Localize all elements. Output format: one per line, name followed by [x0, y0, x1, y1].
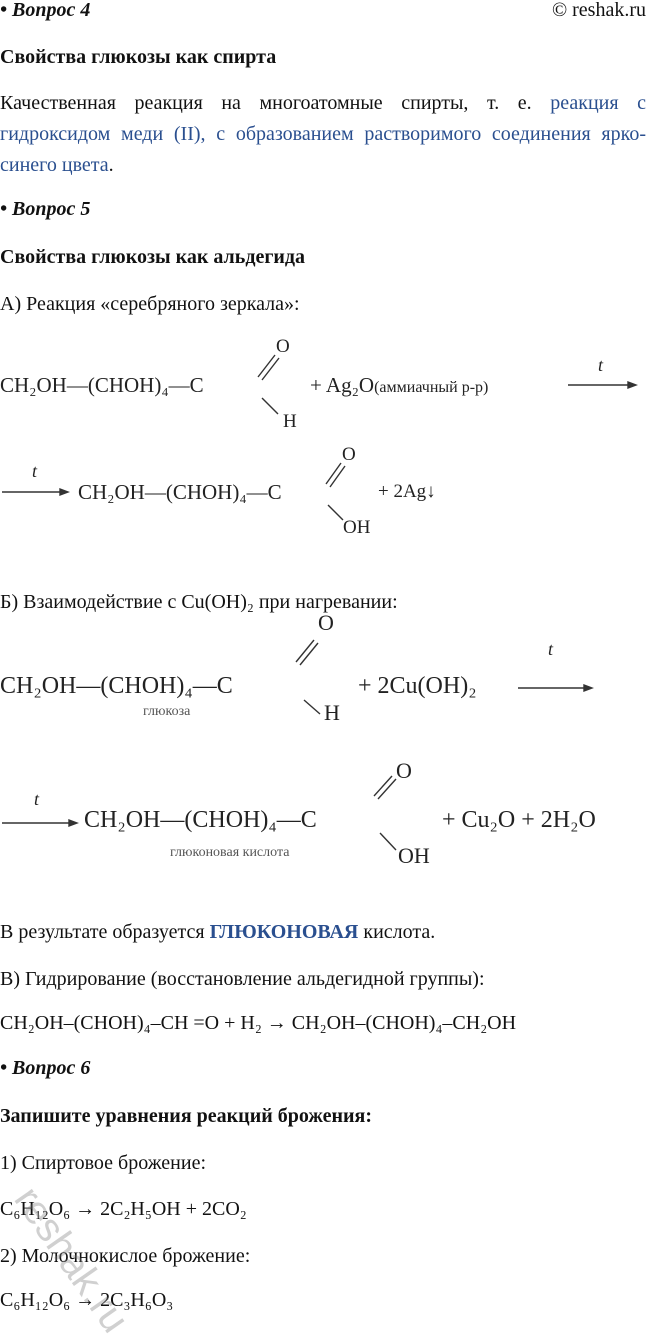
- q4-paragraph: Качественная реакция на многоатомные спи…: [0, 88, 646, 181]
- q5-c-label: В) Гидрирование (восстановление альдегид…: [0, 968, 485, 990]
- r2-oxygen: O: [318, 610, 334, 635]
- result-text-end: кислота.: [358, 921, 436, 943]
- q5-a-label: А) Реакция «серебряного зеркала»:: [0, 293, 300, 315]
- r1-reagent-note: (аммиачный р-р): [374, 379, 489, 396]
- q5-b-label: Б) Взаимодействие с Cu(OH)₂ при нагреван…: [0, 591, 398, 613]
- question-6-label: • Вопрос 6: [0, 1057, 91, 1079]
- result-highlight: ГЛЮКОНОВАЯ: [209, 921, 359, 943]
- r2-product-oxygen: O: [396, 758, 412, 783]
- r1-bonds: [2, 354, 638, 521]
- r1-hydrogen: H: [283, 411, 297, 432]
- r1-product-oxygen: O: [342, 444, 356, 465]
- r2-product: CH₂OH—(CHOH)₄—C: [84, 807, 317, 833]
- q6-equation-1: C₆H₁₂O₆ → 2C₂H₅OH + 2CO₂: [0, 1198, 247, 1220]
- r1-temp-label-2: t: [32, 461, 38, 481]
- r1-reagent: + Ag₂O(аммиачный р-р): [310, 375, 488, 396]
- q6-equation-2: C₆H₁₂O₆ → 2C₃H₆O₃: [0, 1289, 174, 1311]
- q4-text-end: .: [108, 154, 114, 176]
- q6-item-1: 1) Спиртовое брожение:: [0, 1152, 206, 1174]
- question-4-label: • Вопрос 4: [0, 0, 91, 21]
- q6-item-2: 2) Молочнокислое брожение:: [0, 1245, 251, 1267]
- r2-product-oh: OH: [398, 843, 430, 868]
- r1-byproduct: + 2Ag↓: [378, 481, 436, 502]
- r2-temp-label-2: t: [34, 789, 40, 809]
- q5-heading: Свойства глюкозы как альдегида: [0, 246, 306, 268]
- r1-temp-label: t: [598, 355, 604, 375]
- r1-product-oh: OH: [343, 517, 371, 538]
- r2-hydrogen: H: [324, 700, 340, 725]
- r2-temp-label: t: [548, 639, 554, 659]
- r2-bonds: [2, 639, 594, 851]
- hydrogenation-equation: CH₂OH–(CHOH)₄–CH =O + H₂ → CH₂OH–(CHOH)₄…: [0, 1012, 517, 1034]
- r1-product: CH₂OH—(CHOH)₄—C: [78, 480, 282, 504]
- q4-text: Качественная реакция на многоатомные спи…: [0, 92, 551, 114]
- r2-byproduct: + Cu₂O + 2H₂O: [442, 807, 596, 833]
- result-text: В результате образуется: [0, 921, 210, 943]
- r2-reactant: CH₂OH—(CHOH)₄—C: [0, 673, 233, 699]
- r2-name-glucose: глюкоза: [143, 704, 191, 719]
- r2-name-gluconic-acid: глюконовая кислота: [170, 845, 290, 860]
- q4-highlight: реакция с гидроксидом меди (II), с образ…: [0, 92, 646, 176]
- question-5-label: • Вопрос 5: [0, 198, 91, 220]
- r1-reactant: CH₂OH—(CHOH)₄—C: [0, 373, 204, 397]
- r1-reagent-formula: + Ag₂O: [310, 373, 375, 397]
- r1-oxygen: O: [276, 336, 290, 357]
- q4-heading: Свойства глюкозы как спирта: [0, 46, 277, 68]
- result-sentence: В результате образуется ГЛЮКОНОВАЯ кисло…: [0, 922, 435, 942]
- copyright: © reshak.ru: [551, 0, 646, 21]
- q6-heading: Запишите уравнения реакций брожения:: [0, 1105, 373, 1127]
- r2-reagent: + 2Cu(OH)₂: [358, 673, 477, 699]
